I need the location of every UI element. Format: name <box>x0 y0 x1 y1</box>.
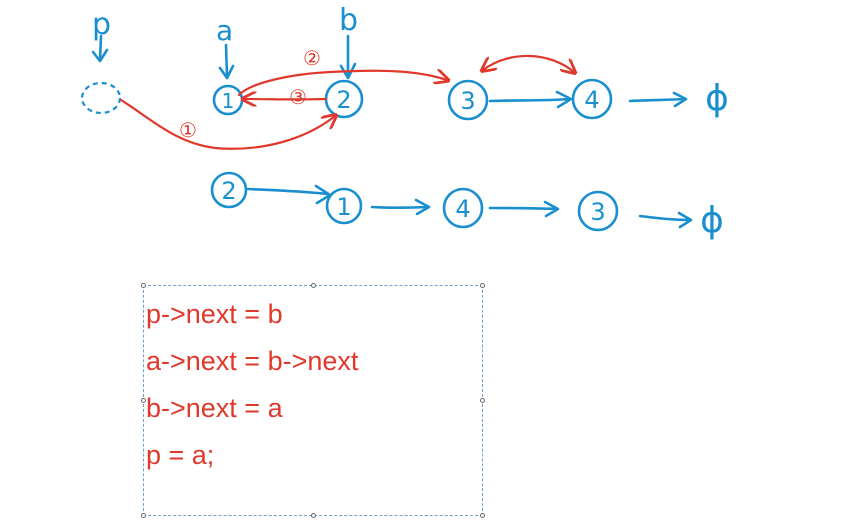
resize-handle-bottom-right[interactable] <box>480 513 485 518</box>
svg-text:3: 3 <box>460 87 475 115</box>
swap-arrow-3-4 <box>483 54 574 72</box>
svg-text:③: ③ <box>289 85 307 109</box>
label-a: a <box>216 14 233 47</box>
resize-handle-top-right[interactable] <box>480 283 485 288</box>
pointer-a: a <box>216 14 235 80</box>
resize-handle-bottom[interactable] <box>311 513 316 518</box>
arrow-1-to-4 <box>370 198 431 216</box>
svg-text:2: 2 <box>221 177 236 205</box>
resize-handle-left[interactable] <box>141 398 146 403</box>
step-2-arrow: ② <box>237 46 447 97</box>
arrow-2-to-1 <box>246 184 332 205</box>
arrow-3-to-4 <box>488 90 573 109</box>
resize-handle-bottom-left[interactable] <box>141 513 146 518</box>
dummy-node <box>80 81 122 115</box>
step-3-arrow: ③ <box>244 85 328 109</box>
code-line-1: p->next = b <box>146 299 283 329</box>
bottom-node-3: 3 <box>577 190 619 232</box>
top-node-1: 1 <box>212 84 244 116</box>
code-line-2: a->next = b->next <box>146 346 359 376</box>
arrow-3-to-null <box>638 211 693 229</box>
svg-text:ϕ: ϕ <box>705 78 729 119</box>
label-p: p <box>92 7 111 42</box>
resize-handle-right[interactable] <box>480 398 485 403</box>
pointer-b: b <box>339 3 358 80</box>
top-node-3: 3 <box>447 79 489 121</box>
arrow-4-to-3 <box>488 200 560 218</box>
arrow-4-to-null <box>628 91 688 108</box>
bottom-null: ϕ <box>700 200 724 241</box>
code-line-3: b->next = a <box>146 393 283 423</box>
svg-text:3: 3 <box>590 198 605 226</box>
svg-text:②: ② <box>303 46 321 70</box>
svg-text:ϕ: ϕ <box>700 200 724 241</box>
svg-text:4: 4 <box>455 195 470 223</box>
top-node-4: 4 <box>571 78 613 120</box>
step-1-arrow: ① <box>119 98 335 150</box>
svg-text:①: ① <box>179 118 197 142</box>
bottom-node-1: 1 <box>325 187 363 225</box>
svg-text:1: 1 <box>222 89 235 113</box>
code-line-4: p = a; <box>146 440 215 470</box>
resize-handle-top[interactable] <box>311 283 316 288</box>
bottom-node-4: 4 <box>442 187 484 229</box>
label-b: b <box>339 3 358 38</box>
svg-text:1: 1 <box>336 193 351 221</box>
resize-handle-top-left[interactable] <box>141 283 146 288</box>
svg-text:2: 2 <box>336 86 351 114</box>
pointer-p: p <box>91 7 111 63</box>
svg-text:4: 4 <box>584 86 599 114</box>
code-text-box[interactable]: p->next = b a->next = b->next b->next = … <box>141 283 485 518</box>
bottom-node-2: 2 <box>210 171 248 209</box>
top-node-2: 2 <box>324 79 364 119</box>
top-null: ϕ <box>705 78 729 119</box>
